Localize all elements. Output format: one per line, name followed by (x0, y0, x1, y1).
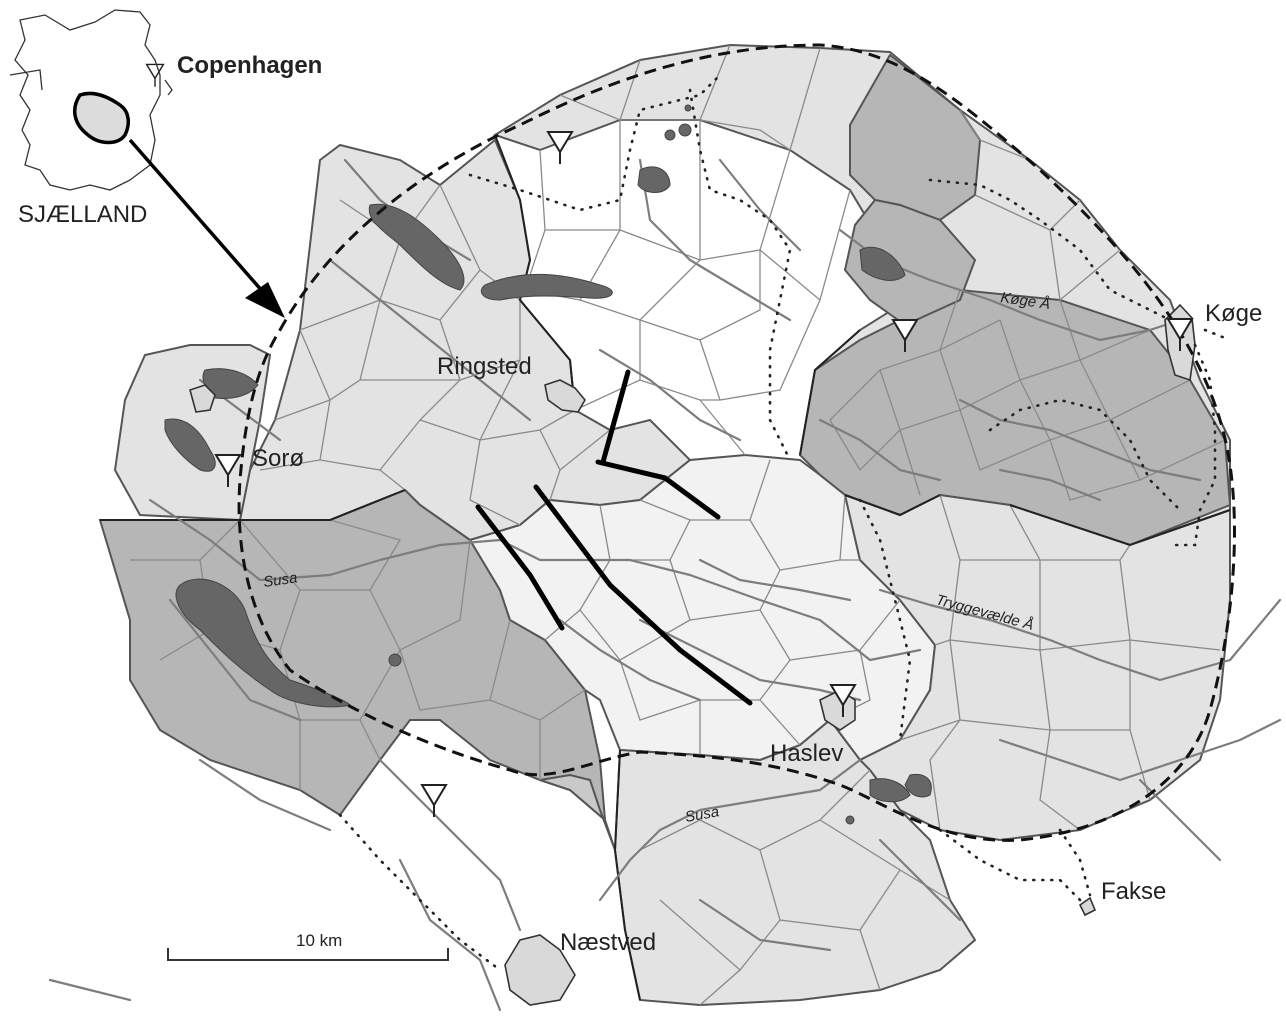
label-haslev: Haslev (770, 740, 843, 767)
waterworks-icon (420, 784, 448, 817)
inset-map (9, 9, 285, 318)
rivers (48, 158, 1282, 1012)
label-naestved: Næstved (560, 929, 656, 956)
scale-bar (167, 948, 449, 961)
lake-gyrstinge (480, 274, 613, 301)
lake-haraldsted (368, 203, 465, 291)
zone-northwest (238, 138, 692, 542)
lake-north-2 (859, 246, 906, 281)
lake-pedersborg (164, 418, 216, 472)
profile-line-3 (533, 484, 753, 706)
town-outline-soro (189, 384, 216, 413)
waterworks-icon (891, 319, 919, 352)
lake-haslev-2 (904, 773, 932, 798)
lake-soro (202, 368, 259, 399)
inset-coastline (14, 9, 161, 191)
label-river-suso-west: Susa (262, 569, 298, 591)
inset-arrow-line (128, 138, 272, 302)
town-outline-naestved (504, 934, 576, 1006)
profile-lines (475, 369, 753, 706)
label-koge: Køge (1205, 300, 1262, 327)
river-suso-south (598, 758, 862, 902)
label-scale: 10 km (296, 931, 342, 950)
profile-line-4 (475, 504, 565, 631)
town-outline-ringsted (544, 379, 586, 413)
lake-north (637, 166, 671, 193)
waterworks-icon (214, 454, 242, 487)
profile-line-1 (600, 369, 631, 465)
waterworks-icon (1166, 318, 1194, 351)
river-suso-west (148, 498, 922, 662)
zone-strip (539, 773, 616, 851)
zone-northeast-2 (843, 198, 977, 327)
study-area-boundary (237, 43, 1236, 842)
label-sjaelland: SJÆLLAND (18, 201, 147, 228)
dotted-boundaries (338, 73, 1232, 972)
waterworks-symbols (145, 63, 1194, 817)
waterworks-icon (546, 131, 574, 164)
arrow-head-icon (245, 282, 285, 318)
label-copenhagen: Copenhagen (177, 52, 322, 79)
river-tryggevaelde (878, 588, 1282, 682)
waterworks-icon (145, 63, 165, 87)
lake-haslev (869, 778, 911, 803)
label-river-koge-a: Køge Å (999, 289, 1051, 313)
zone-northeast (849, 53, 982, 222)
label-river-suso-south: Susa (684, 803, 721, 826)
label-soro: Sorø (252, 445, 304, 472)
label-fakse: Fakse (1101, 878, 1166, 905)
zone-borders (100, 134, 1231, 1001)
label-ringsted: Ringsted (437, 353, 532, 380)
inset-study-area (72, 91, 131, 145)
labels: Copenhagen SJÆLLAND Ringsted Sorø Køge H… (18, 52, 1262, 956)
cell-network (130, 44, 1226, 1006)
waterworks-icon (829, 684, 857, 717)
town-outline-fakse (1078, 896, 1097, 917)
profile-line-2 (595, 459, 721, 520)
